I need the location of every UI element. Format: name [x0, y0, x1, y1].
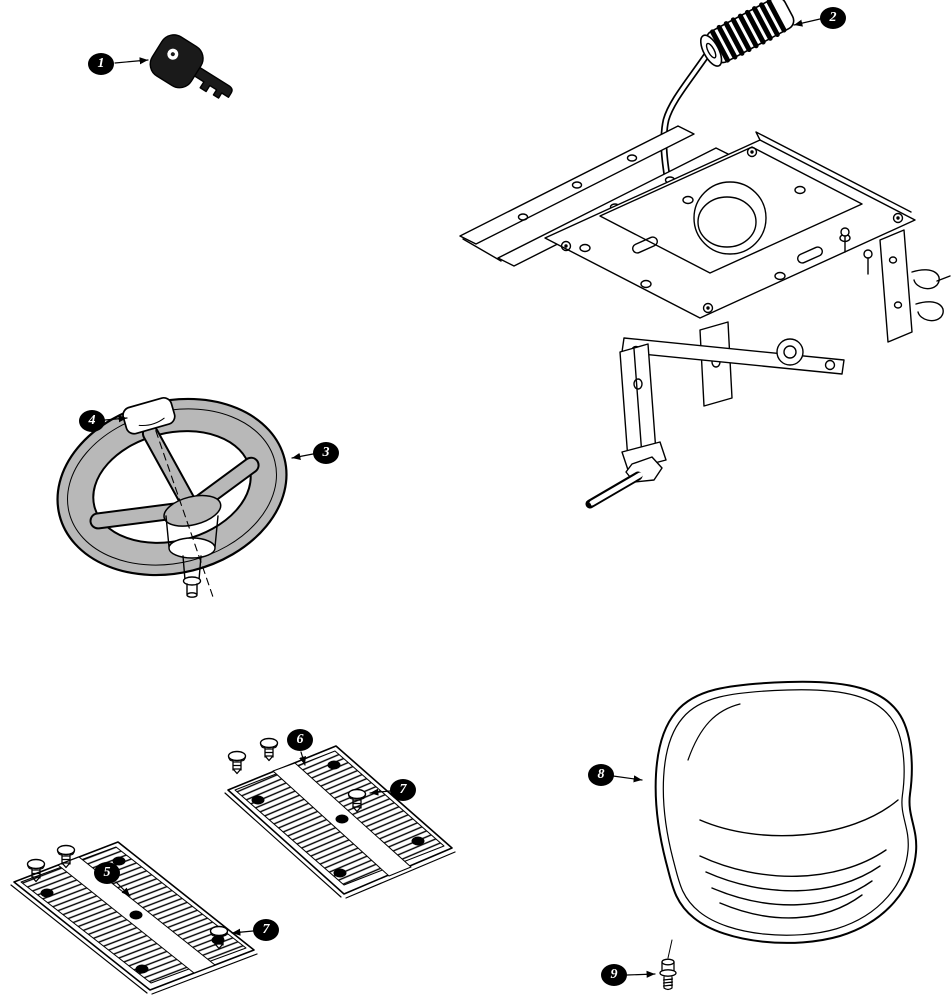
footrest-right-illustration [224, 745, 456, 899]
shift-lever-grip-illustration [699, 0, 795, 67]
push-fastener-illustration [227, 750, 247, 775]
callout-7b: 7 [253, 919, 279, 941]
callout-2: 2 [820, 7, 846, 29]
callout-1: 1 [88, 53, 114, 75]
key-illustration [149, 34, 233, 99]
seat-illustration [654, 680, 918, 944]
seat-bolt-illustration [659, 939, 677, 991]
steering-wheel-illustration [56, 397, 288, 598]
callout-9: 9 [601, 964, 627, 986]
frame-assembly-illustration [459, 52, 951, 509]
callout-5: 5 [94, 862, 120, 884]
callout-3: 3 [313, 442, 339, 464]
callout-6: 6 [287, 729, 313, 751]
push-fastener-illustration [259, 737, 279, 762]
callout-7a: 7 [390, 779, 416, 801]
callout-4: 4 [79, 410, 105, 432]
callout-8: 8 [588, 764, 614, 786]
footrest-left-illustration [10, 841, 258, 995]
steering-wheel-cap-illustration [122, 396, 176, 435]
callout-leader-lines [104, 18, 821, 978]
